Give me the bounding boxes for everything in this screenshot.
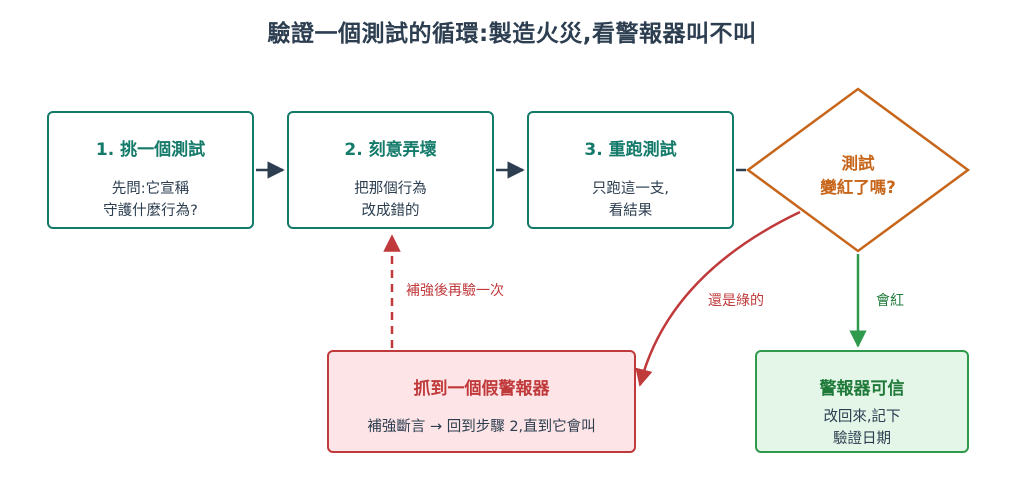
step-3-text-line-2: 看結果 <box>608 203 653 219</box>
step-1-box: 1. 挑一個測試 先問:它宣稱 守護什麼行為? <box>47 111 254 229</box>
fake-alarm-title: 抓到一個假警報器 <box>413 379 550 399</box>
step-1-title: 1. 挑一個測試 <box>95 140 206 160</box>
edge-label-turns-red: 會紅 <box>876 293 904 309</box>
fake-alarm-box: 抓到一個假警報器 補強斷言 → 回到步驟 2,直到它會叫 <box>327 350 636 453</box>
step-3-title: 3. 重跑測試 <box>584 140 677 160</box>
trusted-alarm-text-line-2: 驗證日期 <box>833 431 891 447</box>
arrow-decision-to-fake-alarm <box>635 210 801 387</box>
step-2-text-line-1: 把那個行為 <box>354 181 427 197</box>
decision-diamond <box>745 87 971 253</box>
step-1-text-line-1: 先問:它宣稱 <box>111 181 190 197</box>
step-2-text-line-2: 改成錯的 <box>361 203 420 219</box>
trusted-alarm-title: 警報器可信 <box>819 379 905 399</box>
step-3-box: 3. 重跑測試 只跑這一支, 看結果 <box>527 111 734 229</box>
trusted-alarm-box: 警報器可信 改回來,記下 驗證日期 <box>755 350 969 453</box>
decision-text-line-2: 變紅了嗎? <box>820 178 896 197</box>
step-1-text-line-2: 守護什麼行為? <box>103 203 198 219</box>
trusted-alarm-text-line-1: 改回來,記下 <box>823 409 901 425</box>
fake-alarm-text: 補強斷言 → 回到步驟 2,直到它會叫 <box>367 419 596 435</box>
edge-label-still-green: 還是綠的 <box>708 293 764 309</box>
step-2-box: 2. 刻意弄壞 把那個行為 改成錯的 <box>287 111 494 229</box>
page-title: 驗證一個測試的循環:製造火災,看警報器叫不叫 <box>267 21 757 47</box>
edge-label-strengthen-retry: 補強後再驗一次 <box>406 283 504 299</box>
step-2-title: 2. 刻意弄壞 <box>344 140 437 160</box>
step-3-text-line-1: 只跑這一支, <box>591 181 670 197</box>
decision-text-line-1: 測試 <box>841 154 875 173</box>
